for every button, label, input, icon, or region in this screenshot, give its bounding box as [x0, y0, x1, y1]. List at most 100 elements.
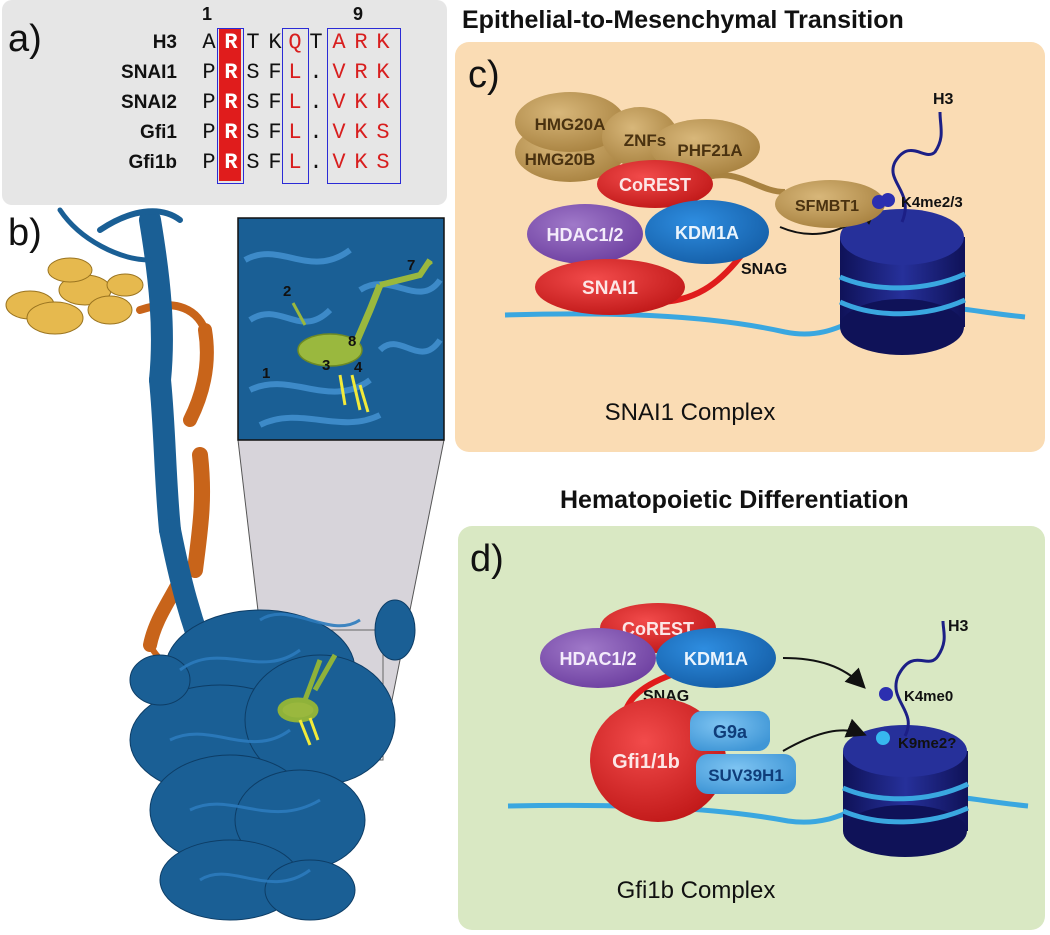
phf21a-protein — [650, 119, 760, 175]
k9me2-label: K9me2? — [898, 735, 956, 752]
residue: . — [309, 120, 323, 145]
residue: R — [224, 30, 238, 55]
residue: K — [376, 60, 390, 85]
gfi1b-complex-diagram: H3 K4me0 K9me2? SNAG CoREST — [507, 603, 1029, 904]
inset-label-3: 3 — [322, 357, 330, 374]
inset-label-4: 4 — [354, 359, 363, 376]
bound-peptide — [277, 653, 338, 723]
box-col5 — [282, 28, 309, 184]
corest-protein — [597, 160, 713, 208]
position-9-label: 9 — [353, 4, 364, 24]
box-col2 — [217, 28, 244, 184]
residue: F — [268, 120, 282, 145]
inset-label-8: 8 — [348, 333, 356, 350]
residue: K — [354, 150, 368, 175]
snai1-complex-label: SNAI1 Complex — [605, 399, 776, 426]
h3-tail — [894, 620, 946, 737]
snai1-complex-diagram: H3 K4me2/3 SNAG HMG20A HMG20B ZNFs PHF21… — [504, 91, 1026, 426]
zoom-wedge — [238, 440, 444, 760]
position-1-label: 1 — [202, 4, 213, 24]
residue: . — [309, 150, 323, 175]
residue: S — [376, 120, 390, 145]
residue: F — [268, 60, 282, 85]
residue: F — [268, 150, 282, 175]
gfi1-label: Gfi1/1b — [612, 751, 680, 773]
residue: S — [376, 150, 390, 175]
hdac-protein — [527, 204, 643, 264]
hdac-label: HDAC1/2 — [559, 649, 636, 669]
g9a-label-front: G9a — [713, 722, 748, 742]
residue: V — [332, 90, 346, 115]
inset-label-1: 1 — [262, 365, 270, 382]
residue: S — [246, 90, 260, 115]
residue: R — [224, 90, 238, 115]
residue: S — [246, 60, 260, 85]
sequence-name-gfi1b: Gfi1b — [128, 152, 177, 173]
residue: . — [309, 90, 323, 115]
residue: L — [288, 60, 302, 85]
residue: A — [332, 30, 346, 55]
corest-label: CoREST — [622, 619, 694, 639]
residue: R — [354, 60, 368, 85]
corest-label: CoREST — [619, 175, 691, 195]
residue: A — [202, 30, 216, 55]
kdm1a-label: KDM1A — [684, 649, 748, 669]
residue: V — [332, 150, 346, 175]
residue: K — [376, 30, 390, 55]
snai1-protein — [535, 259, 685, 315]
residue: R — [354, 30, 368, 55]
residue: K — [268, 30, 282, 55]
h3-label: H3 — [933, 91, 954, 108]
suv39h1-label-front: SUV39H1 — [708, 766, 784, 785]
sequence-name-h3: H3 — [152, 32, 177, 53]
emt-title: Epithelial-to-Mesenchymal Transition — [462, 6, 904, 34]
hdac-label: HDAC1/2 — [546, 225, 623, 245]
panel-b-label: b) — [8, 212, 42, 254]
residue: . — [309, 60, 323, 85]
nucleosome — [838, 209, 967, 355]
snai1-label: SNAI1 — [582, 278, 638, 299]
residue: L — [288, 120, 302, 145]
methylation-arrow — [782, 718, 867, 752]
znfs-label: ZNFs — [624, 131, 667, 150]
residue: Q — [288, 30, 302, 55]
inset-label-2: 2 — [283, 283, 291, 300]
k9-mark — [876, 731, 890, 745]
residue: L — [288, 150, 302, 175]
residue: T — [246, 30, 260, 55]
kdm1a-protein — [656, 628, 776, 688]
residue: K — [354, 90, 368, 115]
residue: L — [288, 90, 302, 115]
inset-label-7: 7 — [407, 257, 415, 274]
residue: P — [202, 90, 216, 115]
hematopoietic-title: Hematopoietic Differentiation — [560, 486, 909, 514]
kdm1a-label: KDM1A — [675, 223, 739, 243]
residue: R — [224, 60, 238, 85]
residue: S — [246, 150, 260, 175]
hmg20b-label: HMG20B — [525, 150, 596, 169]
residue: P — [202, 150, 216, 175]
residue: V — [332, 120, 346, 145]
sfmbt1-protein — [775, 180, 885, 228]
residue: K — [376, 90, 390, 115]
phf21a-label: PHF21A — [677, 141, 742, 160]
residue: R — [224, 150, 238, 175]
hdac-protein — [540, 628, 656, 688]
yellow-domain — [5, 257, 144, 335]
residue: V — [332, 60, 346, 85]
blue-globular-domain — [129, 599, 416, 921]
k4me0-label: K4me0 — [904, 688, 953, 705]
sequence-name-snai1: SNAI1 — [121, 62, 177, 83]
residue: T — [309, 30, 323, 55]
h3-tail — [891, 111, 943, 223]
identical-column-highlight — [219, 29, 241, 181]
residue: K — [354, 120, 368, 145]
gfi1b-complex-label: Gfi1b Complex — [617, 877, 776, 904]
sequence-name-snai2: SNAI2 — [121, 92, 177, 113]
protein-structure: 2 7 8 3 4 1 — [5, 207, 445, 921]
k4-mark — [879, 687, 893, 701]
residue: F — [268, 90, 282, 115]
nucleosome — [842, 725, 970, 857]
snag-label: SNAG — [741, 261, 787, 278]
